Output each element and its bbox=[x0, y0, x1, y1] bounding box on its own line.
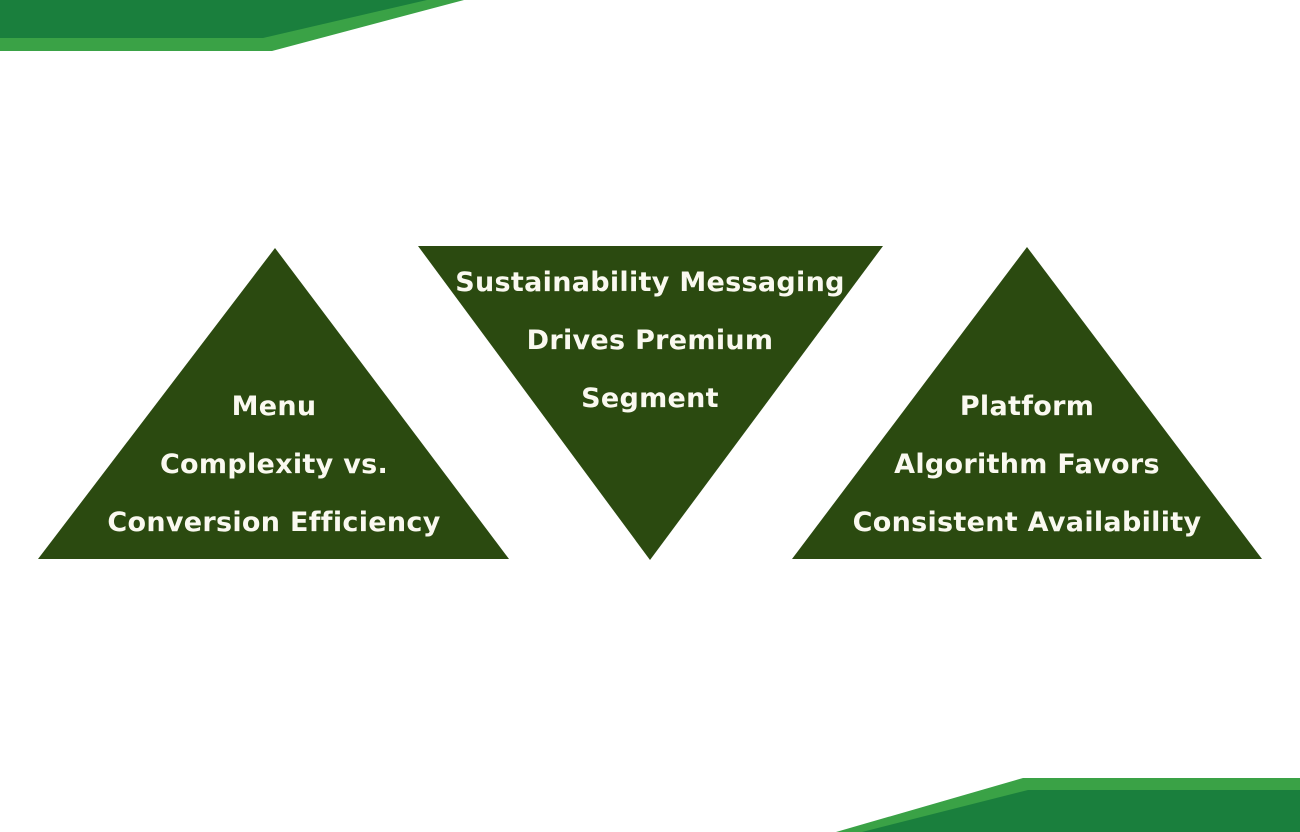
triangle-right-line-2: Algorithm Favors bbox=[894, 449, 1160, 480]
triangle-center-line-1: Sustainability Messaging bbox=[455, 267, 845, 298]
triangle-left-line-1: Menu bbox=[231, 391, 317, 422]
triangle-center-line-2: Drives Premium bbox=[526, 325, 774, 356]
triangle-left-line-3: Conversion Efficiency bbox=[107, 507, 441, 538]
triangle-center-shape bbox=[418, 246, 883, 560]
triangle-left-label: Menu Complexity vs. Conversion Efficienc… bbox=[39, 378, 509, 552]
triangle-right-label: Platform Algorithm Favors Consistent Ava… bbox=[792, 378, 1262, 552]
triangle-center-label: Sustainability Messaging Drives Premium … bbox=[420, 254, 880, 428]
triangle-left-line-2: Complexity vs. bbox=[159, 449, 389, 480]
triangle-left-shape bbox=[38, 248, 509, 559]
triangle-right-line-3: Consistent Availability bbox=[852, 507, 1202, 538]
triangle-center-line-3: Segment bbox=[581, 383, 719, 414]
top-left-ribbon-dark bbox=[0, 0, 427, 38]
triangle-right-line-1: Platform bbox=[959, 391, 1095, 422]
bottom-right-ribbon-dark bbox=[862, 790, 1300, 832]
triangle-right-shape bbox=[792, 247, 1262, 559]
